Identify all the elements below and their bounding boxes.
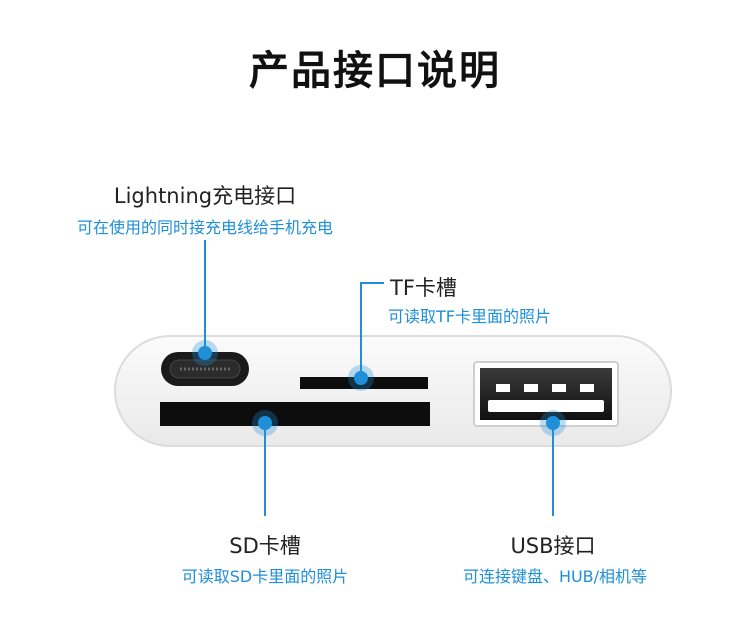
sd-slot (160, 402, 430, 426)
usb-label: USB接口 (510, 534, 596, 558)
tf-label: TF卡槽 (390, 276, 457, 300)
usb-pins (496, 384, 594, 392)
callout-dots (192, 340, 566, 436)
lightning-desc: 可在使用的同时接充电线给手机充电 (76, 218, 333, 237)
sd-desc: 可读取SD卡里面的照片 (181, 567, 349, 586)
usb-desc: 可连接键盘、HUB/相机等 (462, 567, 648, 586)
lightning-label: Lightning充电接口 (113, 184, 297, 208)
tf-desc: 可读取TF卡里面的照片 (388, 307, 551, 326)
tf-leader (360, 282, 384, 377)
page-title: 产品接口说明 (249, 48, 501, 94)
sd-label: SD卡槽 (229, 534, 301, 558)
